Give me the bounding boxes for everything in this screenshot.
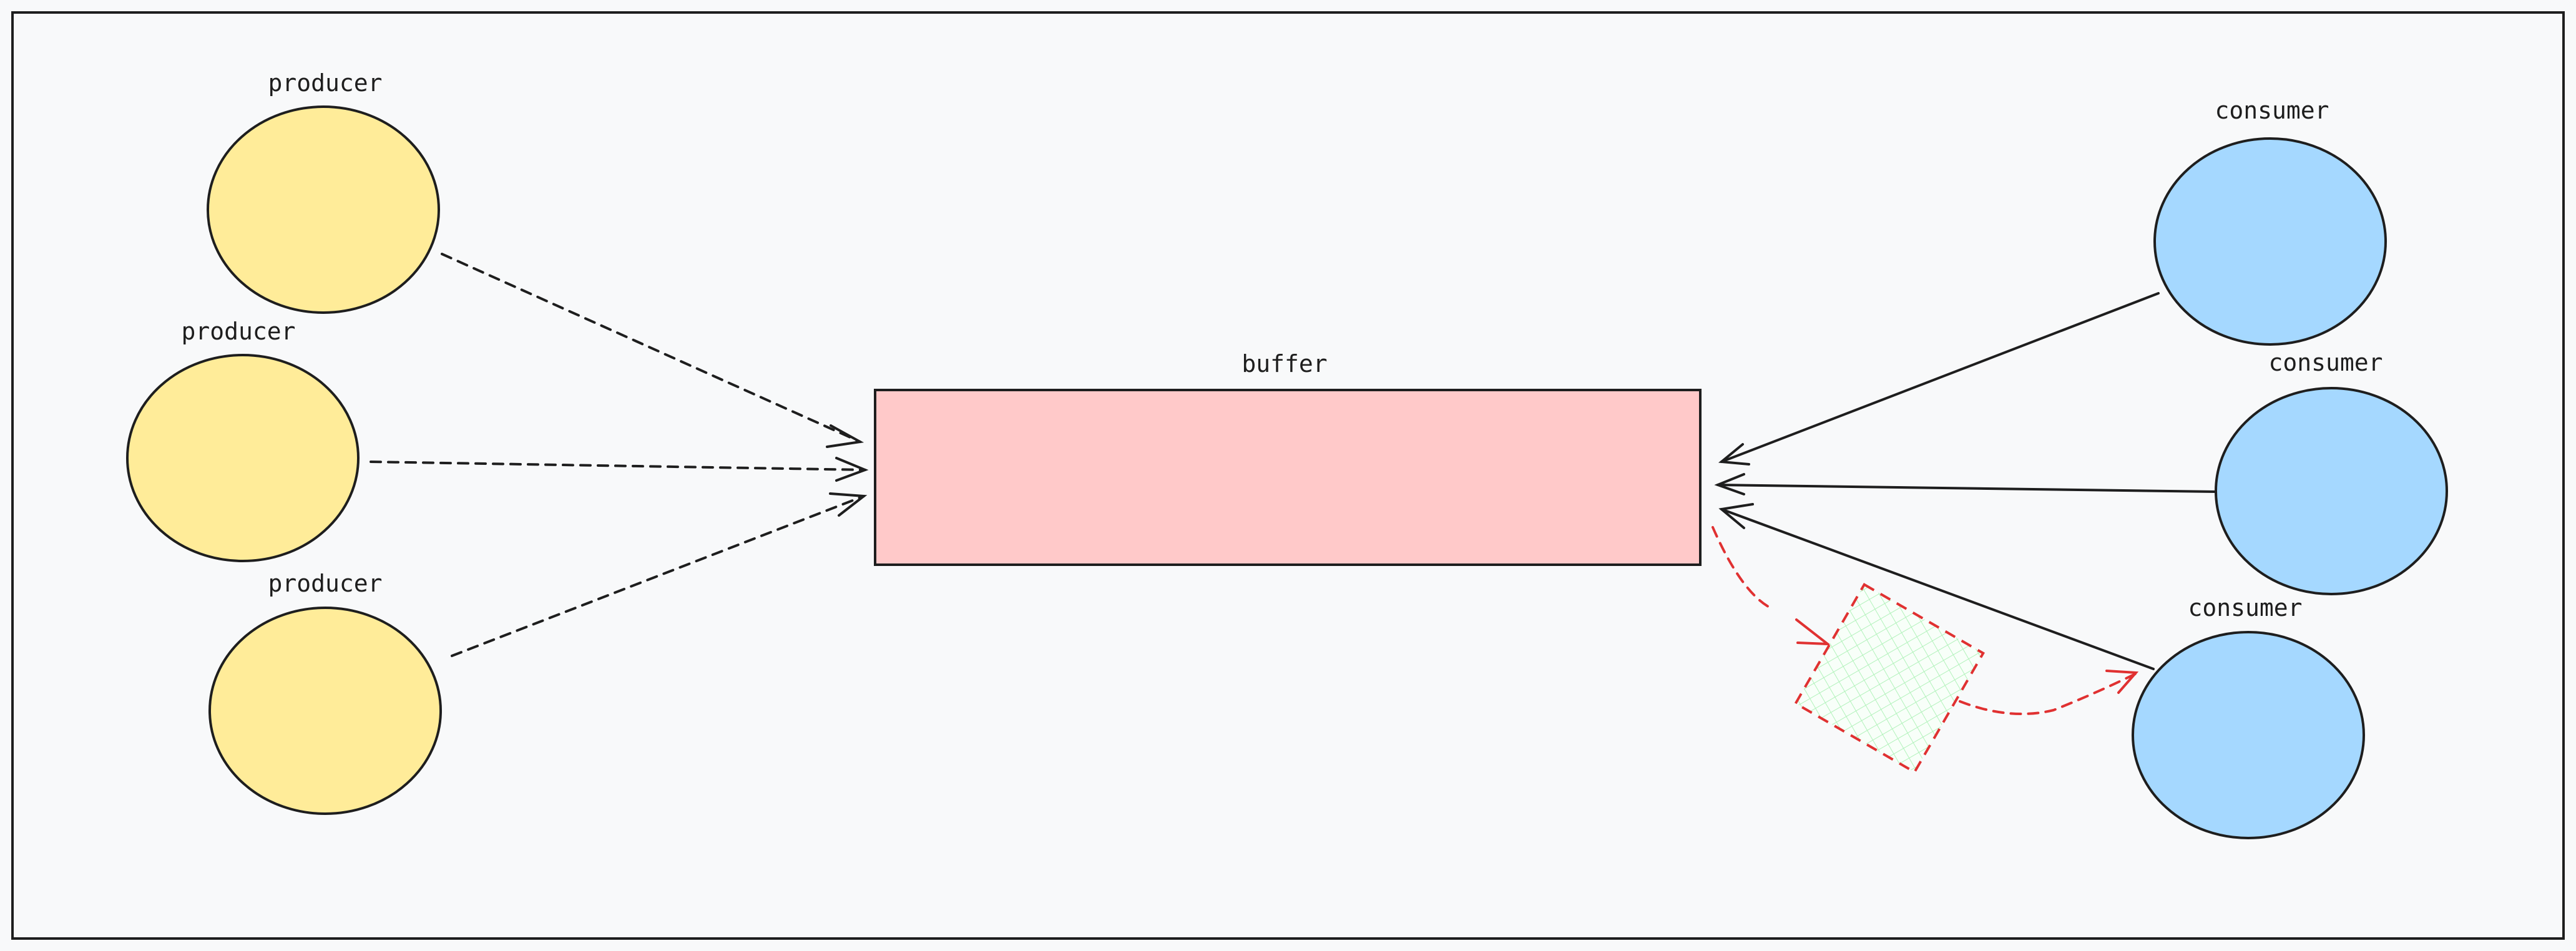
consumer-label: consumer xyxy=(2268,349,2383,376)
consumer-node[interactable]: consumer xyxy=(2153,97,2387,346)
consumer-node[interactable]: consumer xyxy=(2132,594,2365,839)
producer-label: producer xyxy=(268,69,382,97)
consume-arrow xyxy=(1718,503,2155,670)
producer-label: producer xyxy=(268,570,382,597)
consume-arrow xyxy=(1718,292,2160,466)
produce-arrow xyxy=(451,492,868,657)
buffer-node[interactable]: buffer xyxy=(874,350,1702,566)
consumer-label: consumer xyxy=(2215,97,2329,124)
consumer-label: consumer xyxy=(2188,594,2302,622)
producer-node[interactable]: producer xyxy=(126,318,360,562)
produce-arrow xyxy=(370,457,869,482)
buffer-item-highlight xyxy=(1712,526,2139,774)
moving-item xyxy=(1794,583,1985,774)
buffer-label: buffer xyxy=(1241,350,1327,378)
producer-node[interactable]: producer xyxy=(208,570,442,815)
consume-arrow xyxy=(1714,473,2217,495)
produce-arrow xyxy=(441,253,864,448)
producer-node[interactable]: producer xyxy=(207,69,440,314)
consumer-node[interactable]: consumer xyxy=(2215,349,2448,595)
producer-label: producer xyxy=(181,318,295,345)
